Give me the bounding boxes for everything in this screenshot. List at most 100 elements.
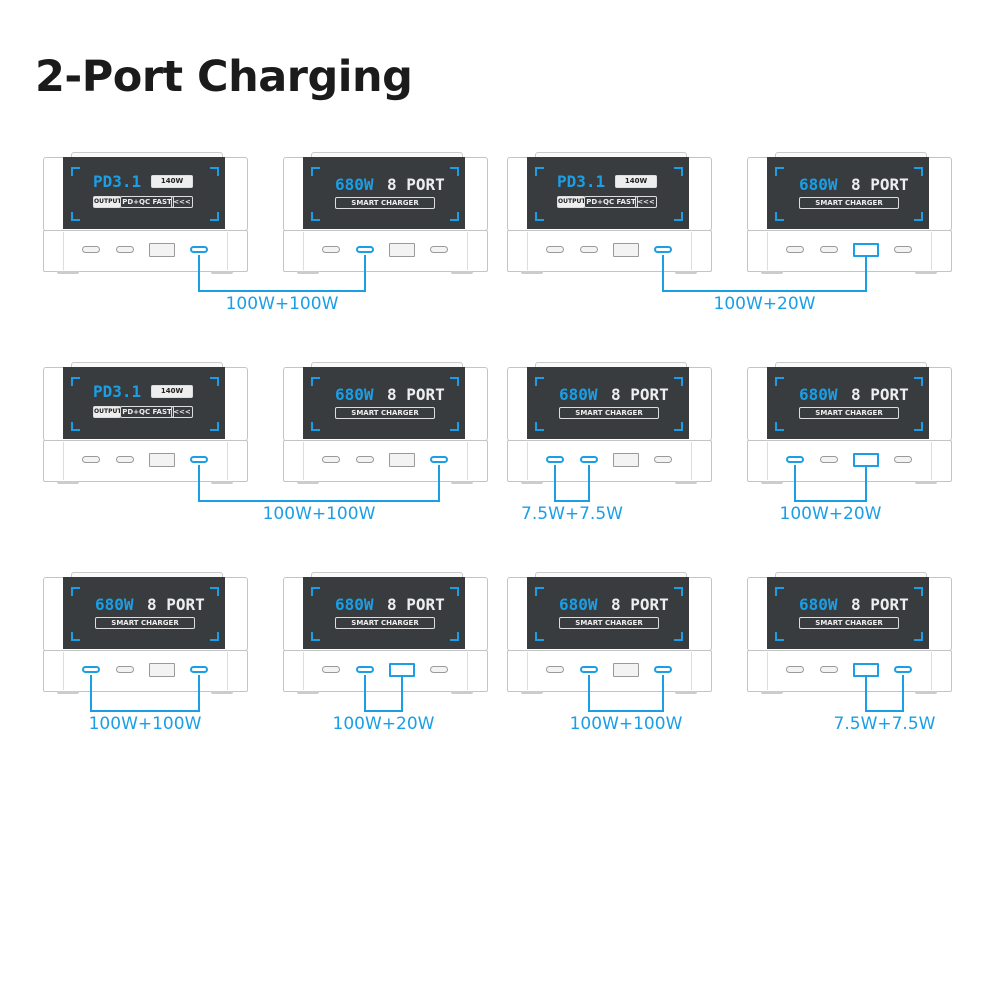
usb-c-port-active[interactable] <box>654 246 672 253</box>
usb-a-port[interactable] <box>389 243 415 257</box>
foot <box>211 481 233 484</box>
charger-lid <box>71 362 223 369</box>
screen-subtitle: SMART CHARGER <box>799 407 899 419</box>
screen-subtitle: SMART CHARGER <box>335 407 435 419</box>
charger-lid <box>535 362 687 369</box>
screen-ports: 8 PORT <box>611 385 669 404</box>
usb-a-port[interactable] <box>149 243 175 257</box>
usb-c-port[interactable] <box>322 666 340 673</box>
connector-line <box>865 465 867 501</box>
usb-c-port-active[interactable] <box>356 246 374 253</box>
foot <box>675 271 697 274</box>
usb-c-port[interactable] <box>430 666 448 673</box>
usb-c-port[interactable] <box>894 246 912 253</box>
usb-c-port[interactable] <box>116 456 134 463</box>
usb-c-port-active[interactable] <box>580 456 598 463</box>
port-panel <box>767 232 932 270</box>
usb-c-port-active[interactable] <box>430 456 448 463</box>
usb-a-port[interactable] <box>613 663 639 677</box>
usb-c-port[interactable] <box>820 246 838 253</box>
arrows: <<< <box>635 196 657 208</box>
connector-line <box>588 465 590 501</box>
usb-c-port[interactable] <box>430 246 448 253</box>
bracket-corner <box>450 422 459 431</box>
connector-line <box>554 500 590 502</box>
usb-c-port[interactable] <box>820 666 838 673</box>
port-panel <box>767 442 932 480</box>
charger-base <box>747 230 952 272</box>
usb-a-port[interactable] <box>613 453 639 467</box>
usb-c-port[interactable] <box>820 456 838 463</box>
foot <box>761 691 783 694</box>
usb-c-port-active[interactable] <box>82 666 100 673</box>
usb-c-port[interactable] <box>654 456 672 463</box>
output-label: OUTPUT <box>557 196 585 208</box>
power-label: 100W+20W <box>779 504 882 524</box>
bracket-corner <box>775 377 784 386</box>
screen-ports: 8 PORT <box>387 595 445 614</box>
usb-c-port-active[interactable] <box>190 246 208 253</box>
bracket-corner <box>535 422 544 431</box>
connector-line <box>438 465 440 501</box>
bracket-corner <box>775 422 784 431</box>
usb-c-port[interactable] <box>82 246 100 253</box>
charger-base <box>747 650 952 692</box>
usb-a-port[interactable] <box>149 663 175 677</box>
screen-subtitle: SMART CHARGER <box>95 617 195 629</box>
usb-c-port[interactable] <box>786 246 804 253</box>
usb-c-port-active[interactable] <box>786 456 804 463</box>
usb-c-port[interactable] <box>546 666 564 673</box>
usb-c-port[interactable] <box>894 456 912 463</box>
usb-a-port[interactable] <box>613 243 639 257</box>
bracket-corner <box>914 422 923 431</box>
bracket-corner <box>775 587 784 596</box>
usb-c-port[interactable] <box>580 246 598 253</box>
usb-c-port-active[interactable] <box>546 456 564 463</box>
port-panel <box>767 652 932 690</box>
port-panel <box>527 232 692 270</box>
usb-c-port[interactable] <box>116 246 134 253</box>
usb-c-port[interactable] <box>82 456 100 463</box>
usb-a-port[interactable] <box>149 453 175 467</box>
connector-line <box>794 500 867 502</box>
usb-c-port[interactable] <box>322 456 340 463</box>
mode-label: PD+QC FAST <box>584 196 638 208</box>
port-panel <box>303 652 468 690</box>
bracket-corner <box>210 167 219 176</box>
bracket-corner <box>450 587 459 596</box>
connector-line <box>198 255 200 291</box>
charger-lid <box>71 152 223 159</box>
charger-lid <box>775 362 927 369</box>
bracket-corner <box>535 212 544 221</box>
bracket-corner <box>210 212 219 221</box>
port-panel <box>527 652 692 690</box>
charger-lid <box>535 572 687 579</box>
charger-base <box>43 650 248 692</box>
usb-c-port-active[interactable] <box>190 456 208 463</box>
bracket-corner <box>210 377 219 386</box>
bracket-corner <box>914 212 923 221</box>
mode-label: PD+QC FAST <box>120 196 174 208</box>
connector-line <box>662 290 867 292</box>
usb-c-port-active[interactable] <box>580 666 598 673</box>
usb-c-port-active[interactable] <box>654 666 672 673</box>
screen-headline: 680W <box>799 385 838 404</box>
charger-base <box>283 440 488 482</box>
usb-c-port[interactable] <box>116 666 134 673</box>
usb-c-port[interactable] <box>356 456 374 463</box>
usb-c-port[interactable] <box>322 246 340 253</box>
usb-c-port-active[interactable] <box>894 666 912 673</box>
usb-c-port-active[interactable] <box>356 666 374 673</box>
usb-c-port-active[interactable] <box>190 666 208 673</box>
bracket-corner <box>674 422 683 431</box>
usb-c-port[interactable] <box>786 666 804 673</box>
usb-a-port[interactable] <box>389 453 415 467</box>
usb-c-port[interactable] <box>546 246 564 253</box>
